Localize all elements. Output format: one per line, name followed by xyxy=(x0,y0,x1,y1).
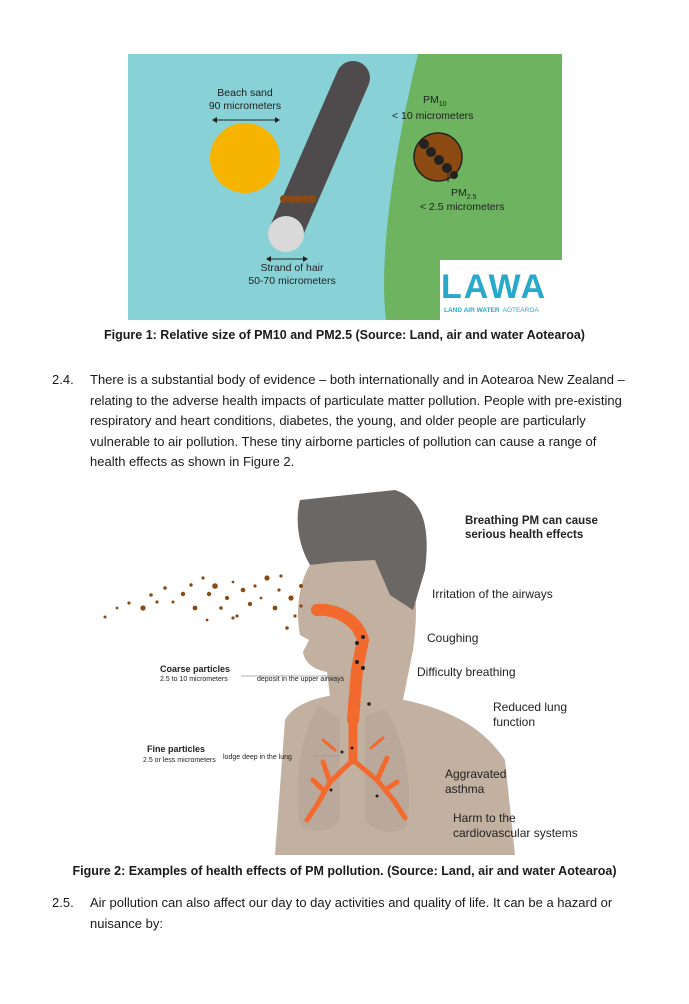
hair-size: 50-70 micrometers xyxy=(248,275,336,287)
beach-sand-title: Beach sand xyxy=(217,87,273,99)
effect-coughing: Coughing xyxy=(427,631,478,645)
pm10-band-on-hair xyxy=(280,195,316,203)
airborne-particles xyxy=(103,574,303,630)
effect-reduced-lung: Reduced lung xyxy=(493,700,567,714)
left-lung xyxy=(297,705,340,831)
paragraph-line: nuisance by: xyxy=(90,915,163,931)
beach-sand-size: 90 micrometers xyxy=(209,100,281,112)
coarse-particles-title: Coarse particles xyxy=(160,664,230,674)
effect-cardiovascular: cardiovascular systems xyxy=(453,826,578,840)
pm10-size: < 10 micrometers xyxy=(392,110,473,122)
figure-2-health-effects: Breathing PM can cause serious health ef… xyxy=(103,490,598,855)
lawa-logo-box xyxy=(440,260,562,320)
paragraph-line: Air pollution can also affect our day to… xyxy=(90,895,613,910)
airway-tree xyxy=(304,603,408,823)
coarse-particles-size: 2.5 to 10 micrometers xyxy=(160,676,228,683)
hair xyxy=(297,490,427,610)
fine-particles-size: 2.5 or less micrometers xyxy=(143,757,216,764)
hair-strand xyxy=(269,61,370,249)
figure-2-caption: Figure 2: Examples of health effects of … xyxy=(72,864,617,878)
coarse-particles-note: deposit in the upper airways xyxy=(257,676,345,683)
fig1-background-green xyxy=(384,54,562,320)
figure-1-caption: Figure 1: Relative size of PM10 and PM2.… xyxy=(104,328,585,342)
beach-sand-circle xyxy=(210,123,280,193)
lawa-logo-wordmark: LAWA xyxy=(441,268,547,306)
pm10-label: PM10 xyxy=(423,94,447,108)
figure-2-heading: Breathing PM can cause xyxy=(465,515,598,527)
paragraph-line: health effects as shown in Figure 2. xyxy=(90,454,295,469)
effect-aggravated: Aggravated xyxy=(445,767,506,781)
fine-particles-note: lodge deep in the lung xyxy=(223,754,292,761)
paragraph-line: respiratory and heart conditions, diabet… xyxy=(90,413,586,428)
paragraph-2-5: 2.5. Air pollution can also affect our d… xyxy=(52,893,642,934)
paragraph-2-4: 2.4. There is a substantial body of evid… xyxy=(52,370,642,473)
paragraph-line: vulnerable to air pollution. These tiny … xyxy=(90,433,597,449)
pm25-size: < 2.5 micrometers xyxy=(420,201,504,213)
figure-2-heading-line-2: serious health effects xyxy=(465,529,583,541)
pm25-particles xyxy=(419,139,458,179)
effect-reduced-lung-function: function xyxy=(493,715,535,729)
paragraph-number: 2.4. xyxy=(52,372,74,387)
particles-in-airway xyxy=(329,635,379,798)
paragraph-line: relating to the adverse health impacts o… xyxy=(90,392,622,408)
pm25-label: PM2.5 xyxy=(451,187,477,201)
effect-difficulty-breathing: Difficulty breathing xyxy=(417,665,516,679)
right-lung xyxy=(365,710,409,832)
effect-asthma: asthma xyxy=(445,782,485,796)
paragraph-line: There is a substantial body of evidence … xyxy=(90,372,625,387)
figure-1-particle-size: Beach sand 90 micrometers Strand of hair… xyxy=(128,54,562,320)
fine-particles-title: Fine particles xyxy=(147,744,205,754)
paragraph-number: 2.5. xyxy=(52,895,74,910)
hair-title: Strand of hair xyxy=(260,262,324,274)
effect-irritation: Irritation of the airways xyxy=(432,587,553,601)
hair-strand-end xyxy=(268,216,304,252)
effect-harm: Harm to the xyxy=(453,811,516,825)
